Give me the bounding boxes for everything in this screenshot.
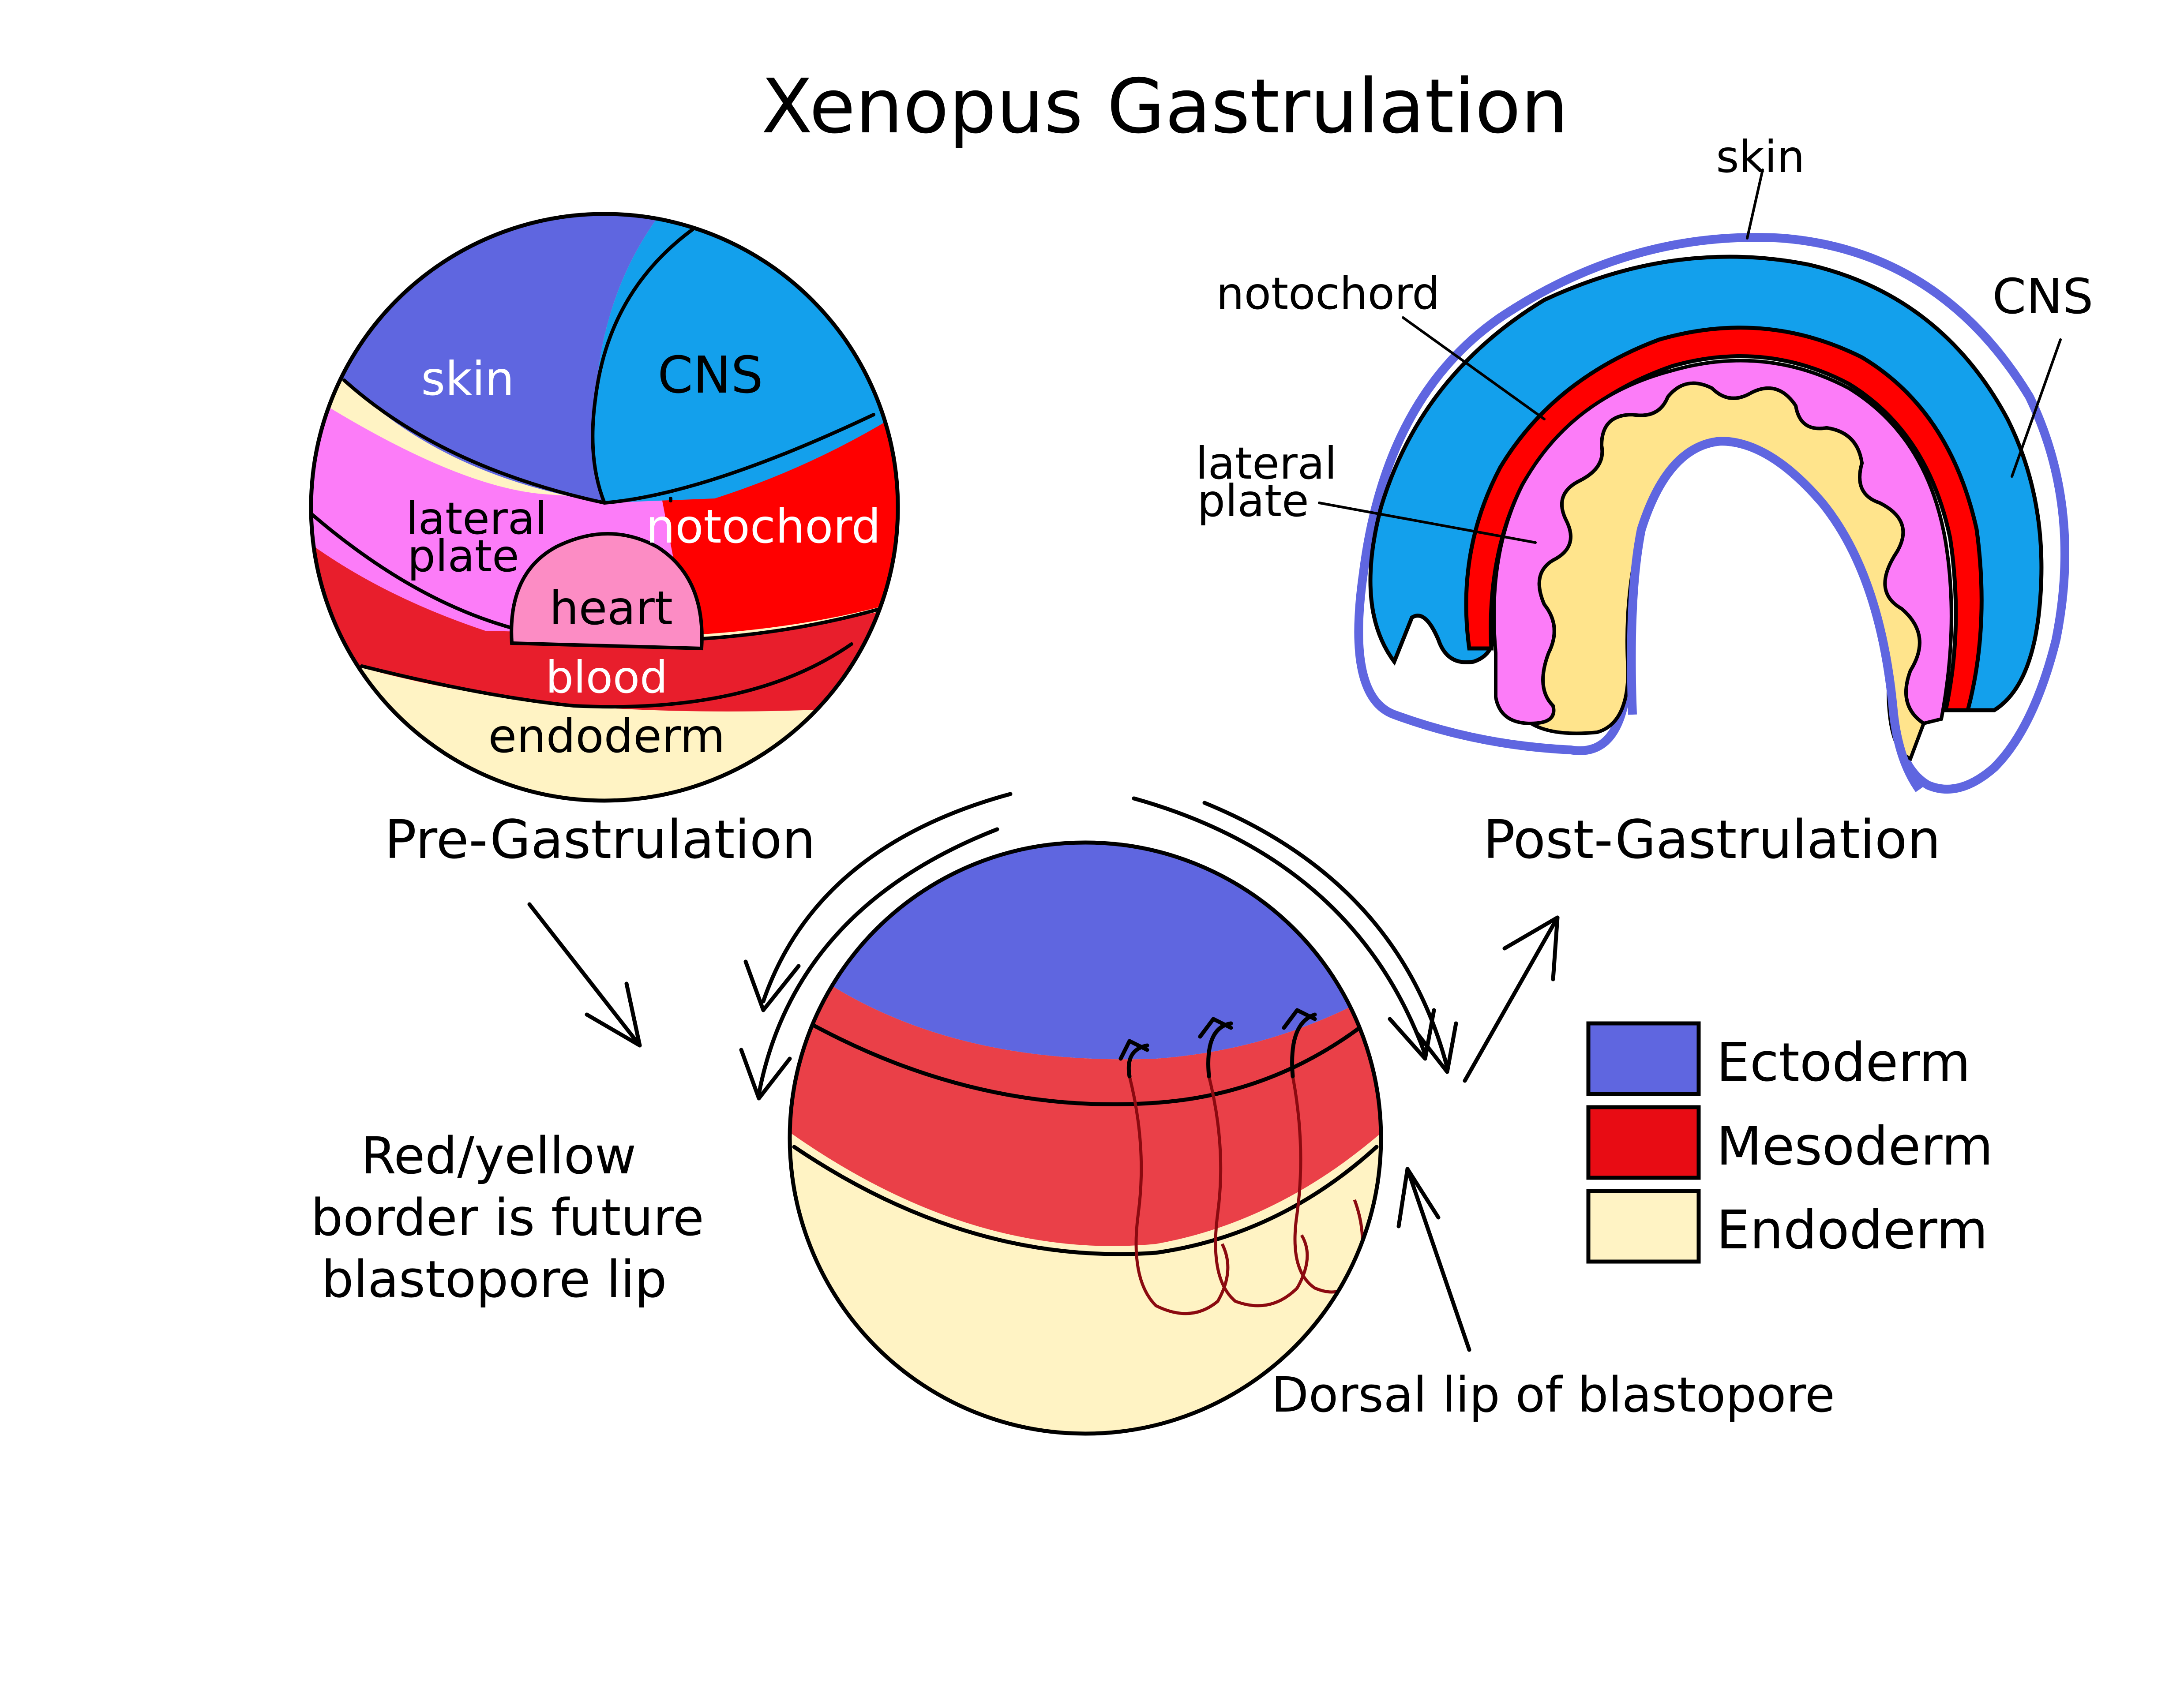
pre-notochord-region xyxy=(662,388,898,635)
dorsal-lip-arrow xyxy=(1396,1167,1471,1352)
pre-blood-band xyxy=(311,498,898,712)
pre-gastrulation-sphere: skin CNS lateral plate notochord heart b… xyxy=(309,212,900,803)
post-label-lateral-line2: plate xyxy=(1197,475,1309,527)
gastrula-ectoderm-region xyxy=(790,843,1381,1060)
pre-label-lateral-line1: lateral xyxy=(406,493,547,544)
pre-label-lateral-line2: plate xyxy=(407,530,519,582)
blastopore-note-line1: Red/yellow xyxy=(361,1127,636,1186)
gastrula-sphere xyxy=(788,840,1383,1436)
legend-swatch-ectoderm xyxy=(1586,1021,1701,1096)
gastrula-outline xyxy=(788,840,1383,1436)
pre-label-heart: heart xyxy=(549,581,673,635)
legend-label-ectoderm: Ectoderm xyxy=(1716,1032,1970,1094)
post-label-skin: skin xyxy=(1716,131,1805,183)
epiboly-arrows xyxy=(739,792,1458,1101)
legend-label-mesoderm: Mesoderm xyxy=(1716,1116,1993,1177)
process-arrow-in xyxy=(527,902,642,1048)
legend: Ectoderm Mesoderm Endoderm xyxy=(1586,1021,1993,1264)
legend-swatch-endoderm xyxy=(1586,1189,1701,1264)
post-gastrulation-section: skin notochord CNS lateral plate xyxy=(1196,131,2094,794)
pre-label-notochord: notochord xyxy=(646,500,881,554)
legend-label-endoderm: Endoderm xyxy=(1716,1200,1988,1261)
pre-sphere-outline xyxy=(309,212,900,803)
process-arrow-out xyxy=(1463,915,1560,1083)
pre-heart-region xyxy=(510,532,704,651)
post-label-notochord: notochord xyxy=(1216,268,1440,319)
post-label-cns: CNS xyxy=(1993,268,2094,325)
post-label-lateral-line1: lateral xyxy=(1196,438,1337,489)
page-title: Xenopus Gastrulation xyxy=(761,63,1568,150)
legend-swatch-mesoderm xyxy=(1586,1105,1701,1180)
pre-label-skin: skin xyxy=(421,352,514,406)
pre-label-endoderm: endoderm xyxy=(488,709,725,763)
blastopore-note-line3: blastopore lip xyxy=(321,1250,667,1309)
pre-gastrulation-caption: Pre-Gastrulation xyxy=(385,809,816,871)
blastopore-note-line2: border is future xyxy=(311,1188,704,1247)
pre-label-cns: CNS xyxy=(657,346,763,405)
involution-arrows xyxy=(1118,1008,1317,1079)
post-gastrulation-caption: Post-Gastrulation xyxy=(1483,809,1941,871)
dorsal-lip-label: Dorsal lip of blastopore xyxy=(1271,1367,1835,1423)
pre-label-blood: blood xyxy=(545,652,668,703)
gastrula-mesoderm-band xyxy=(790,953,1381,1246)
